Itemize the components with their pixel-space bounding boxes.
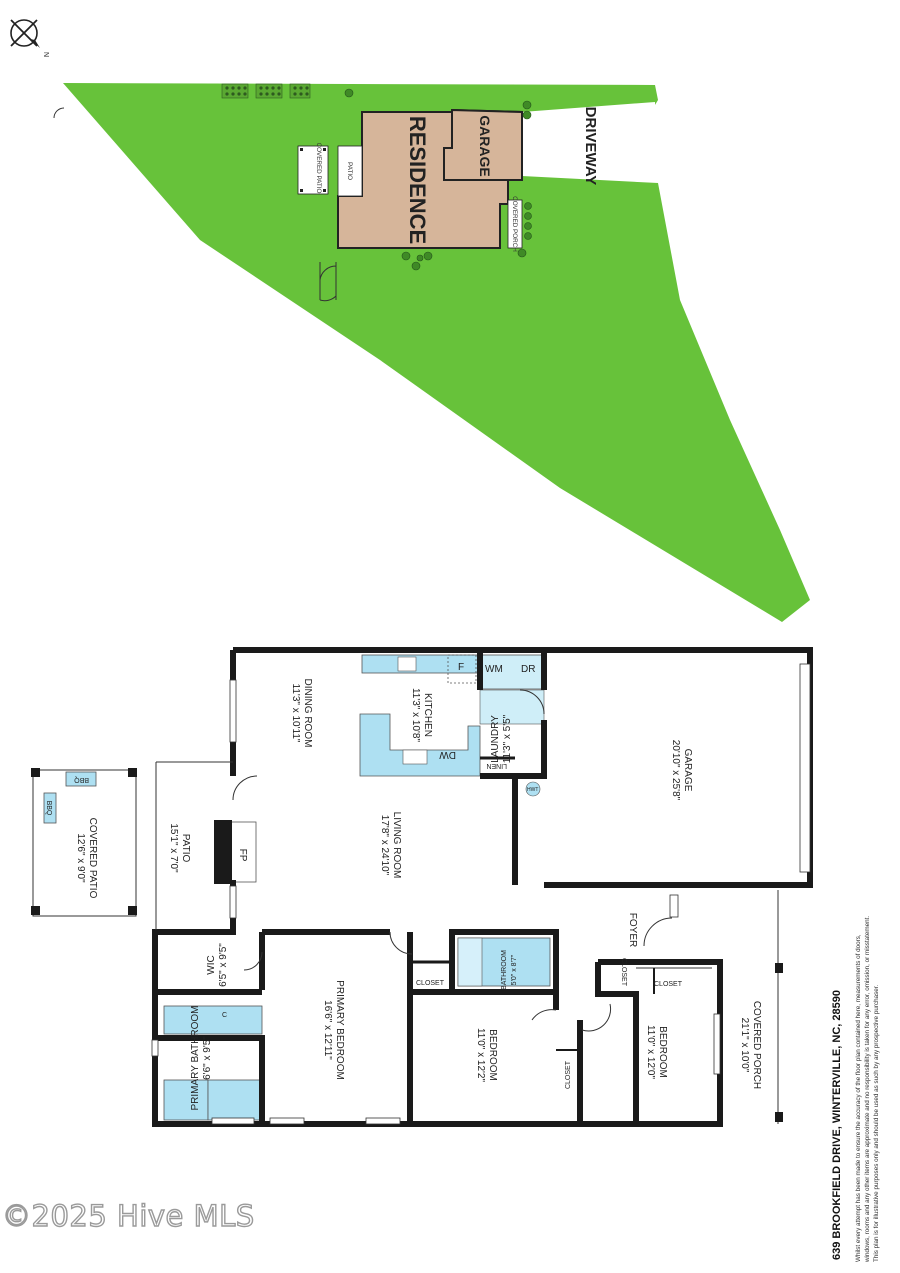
primary-vanity <box>163 1005 263 1035</box>
driveway <box>522 102 658 183</box>
room-name-foyer: FOYER <box>627 913 638 947</box>
footer: 639 BROOKFIELD DRIVE, WINTERVILLE, NC, 2… <box>831 990 843 1260</box>
bbq-label-left: BBQ <box>45 801 52 816</box>
bbq-grill-left <box>43 792 57 824</box>
lawn <box>63 83 810 622</box>
driveway-label: DRIVEWAY <box>582 107 599 186</box>
site-covered-porch-label: COVERED PORCH <box>511 196 518 252</box>
bbq-grill-top <box>65 771 97 787</box>
room-name-covered-patio: COVERED PATIO <box>87 818 98 899</box>
compass-icon: N <box>10 19 49 57</box>
room-dims-dining: 11'3" x 10'11" <box>290 684 301 743</box>
disclaimer-line-3: This plan is for illustrative purposes o… <box>873 985 880 1262</box>
site-garage <box>443 108 523 181</box>
room-dims-bedroom-2: 11'0" x 12'0" <box>645 1025 656 1080</box>
disclaimer-line-1: Whilst every attempt has been made to en… <box>855 934 862 1262</box>
dw-label: DW <box>439 749 456 760</box>
room-dims-primary-bedroom: 16'6" x 12'11" <box>322 1000 333 1060</box>
room-dims-garage: 20'10" x 25'8" <box>670 740 681 801</box>
address-label: 639 BROOKFIELD DRIVE, WINTERVILLE, NC, 2… <box>831 990 843 1260</box>
closet-label-bedroom1: CLOSET <box>565 1060 572 1089</box>
room-name-dining: DINING ROOM <box>302 679 313 748</box>
site-plan: DRIVEWAY RESIDENCE GARAGE COVERED PORCH … <box>53 83 810 622</box>
garden-beds <box>221 83 311 99</box>
room-name-kitchen: KITCHEN <box>422 693 433 737</box>
fireplace-label: FP <box>237 849 248 862</box>
site-covered-patio <box>297 145 329 195</box>
room-name-primary-bedroom: PRIMARY BEDROOM <box>334 980 345 1080</box>
room-name-bedroom-1: BEDROOM <box>487 1029 498 1081</box>
room-dims-laundry: 11'3" x 5'5" <box>502 714 513 763</box>
bbq-label-top: BBQ <box>74 776 89 783</box>
garage-door <box>799 663 811 873</box>
room-dims-covered-porch: 21'1" x 10'0" <box>739 1018 750 1073</box>
disclaimer: Whilst every attempt has been made to en… <box>855 916 880 1263</box>
closet-label-hall: CLOSET <box>416 980 445 987</box>
room-dims-patio: 15'1" x 7'0" <box>168 823 179 873</box>
wm-label: WM <box>485 664 503 675</box>
room-dims-covered-patio: 12'6" x 9'0" <box>75 833 86 883</box>
water-heater-icon <box>525 781 541 797</box>
dr-label: DR <box>521 664 535 675</box>
primary-tub <box>207 1079 263 1121</box>
site-gate <box>53 107 65 119</box>
closet-label-foyer: CLOSET <box>620 958 627 987</box>
fridge-icon <box>447 654 477 684</box>
compass-north-label: N <box>42 52 49 57</box>
fridge-label: F <box>458 662 464 673</box>
site-garage-label: GARAGE <box>477 115 493 176</box>
shrubs <box>344 88 532 271</box>
room-name-primary-bath: PRIMARY BATHROOM <box>190 1005 201 1110</box>
disclaimer-line-2: windows, rooms and any other items are a… <box>864 916 871 1263</box>
hwt-label: HWT <box>527 787 538 793</box>
c-label: C <box>222 1012 227 1019</box>
room-dims-wic: 6'5" x 9'5" <box>218 943 229 987</box>
room-name-covered-porch: COVERED PORCH <box>751 1001 762 1089</box>
site-patio <box>337 145 363 197</box>
room-name-patio: PATIO <box>180 834 191 863</box>
room-name-living: LIVING ROOM <box>391 812 402 879</box>
room-dims-primary-bath: 6'6" x 9'5" <box>202 1036 213 1080</box>
residence-label: RESIDENCE <box>405 116 430 244</box>
room-name-bedroom-2: BEDROOM <box>657 1026 668 1078</box>
room-name-wic: WIC <box>206 955 217 974</box>
primary-shower <box>163 1079 209 1121</box>
site-covered-porch <box>507 199 523 249</box>
room-name-garage: GARAGE <box>682 749 693 792</box>
room-dims-kitchen: 11'3" x 10'8" <box>410 688 421 743</box>
room-dims-bathroom: 5'0" x 8'7" <box>511 954 518 985</box>
room-name-bathroom: BATHROOM <box>501 950 508 990</box>
fireplace-icon <box>214 820 232 884</box>
closet-label-bedroom2: CLOSET <box>654 981 683 988</box>
watermark: ©2025 Hive MLS <box>2 1199 255 1233</box>
site-patio-label: PATIO <box>346 162 353 180</box>
kitchen-island-counter <box>359 713 481 777</box>
room-dims-living: 17'8" x 24'10" <box>379 815 390 876</box>
stove-icon <box>397 656 417 672</box>
floor-plan: DINING ROOM 11'3" x 10'11" KITCHEN 11'3"… <box>31 647 813 1127</box>
linen-label: LINEN <box>486 762 507 769</box>
room-name-laundry: LAUNDRY <box>490 715 501 763</box>
covered-patio-outline <box>32 769 137 917</box>
room-dims-bedroom-1: 11'0" x 12'2" <box>475 1028 486 1083</box>
site-covered-patio-label: COVERED PATIO <box>315 143 322 194</box>
sink-icon <box>402 749 428 765</box>
